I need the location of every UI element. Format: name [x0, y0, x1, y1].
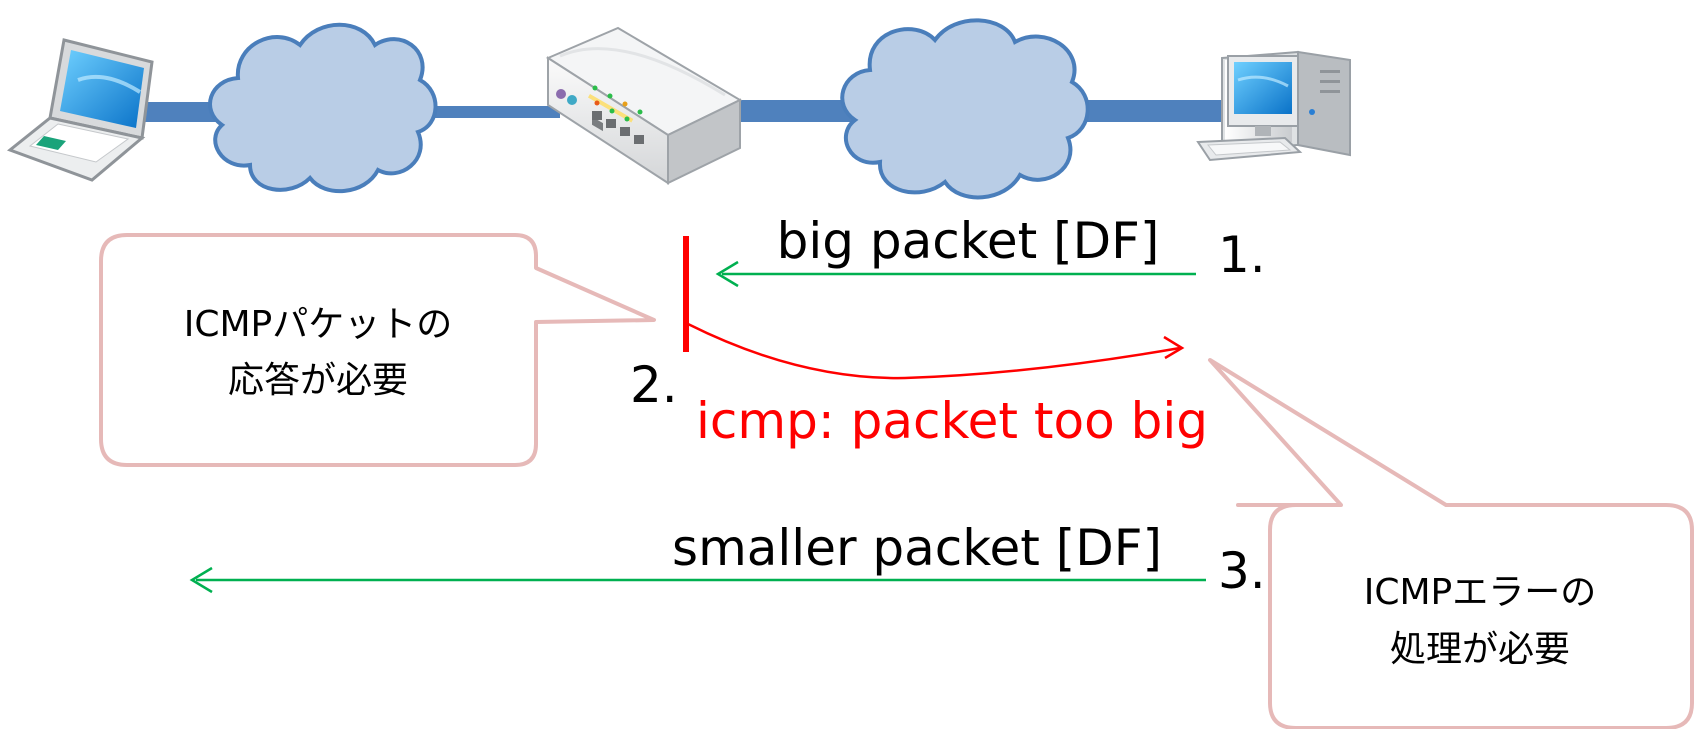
step-1-label: big packet [DF] — [777, 212, 1160, 270]
cloud-icon — [208, 22, 438, 194]
step-2-arrowhead — [1163, 335, 1185, 360]
router-icon — [545, 26, 743, 185]
step-2-number: 2. — [630, 356, 678, 414]
desktop-pc-icon — [1196, 50, 1351, 162]
step-2-arrow — [687, 322, 1181, 380]
step-2-label: icmp: packet too big — [696, 392, 1208, 450]
callout-right: ICMPエラーの 処理が必要 — [1208, 358, 1694, 729]
step-3-number: 3. — [1218, 542, 1266, 600]
network-links — [140, 100, 1230, 122]
link-router-cloud — [735, 100, 855, 122]
callout-left-line2: 応答が必要 — [228, 360, 408, 401]
step-1: big packet [DF] 1. — [715, 212, 1266, 288]
cloud-icon — [840, 18, 1090, 200]
laptop-icon — [6, 38, 154, 182]
callout-right-line2: 処理が必要 — [1390, 629, 1570, 670]
callout-left-line1: ICMPパケットの — [184, 304, 453, 345]
link-cloud-router — [420, 106, 560, 118]
link-cloud-pc — [1080, 100, 1230, 122]
step-1-number: 1. — [1218, 226, 1266, 284]
step-3-arrowhead — [189, 566, 213, 594]
step-3-label: smaller packet [DF] — [672, 519, 1162, 577]
step-2: 2. icmp: packet too big — [630, 236, 1208, 450]
callout-left: ICMPパケットの 応答が必要 — [99, 233, 656, 467]
step-3: smaller packet [DF] 3. — [189, 519, 1266, 600]
callout-right-line1: ICMPエラーの — [1364, 572, 1597, 613]
step-1-arrowhead — [715, 260, 739, 288]
